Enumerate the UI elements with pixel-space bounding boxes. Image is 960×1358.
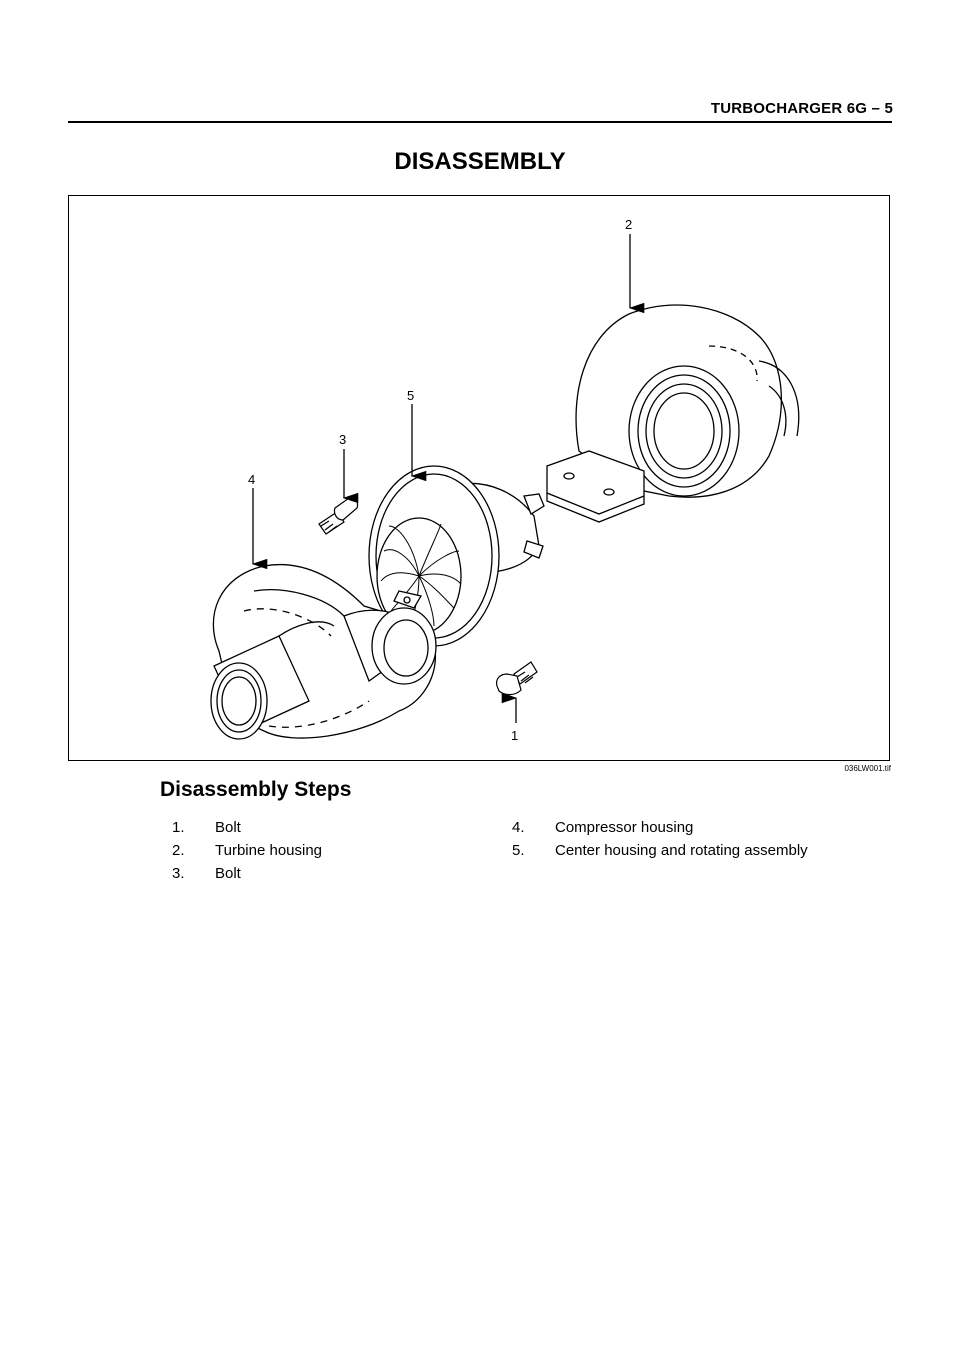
step-number: 3. (172, 865, 185, 882)
figure-caption: 036LW001.tif (844, 764, 891, 773)
callout-1: 1 (511, 728, 518, 743)
header-rule (68, 121, 892, 123)
step-number: 4. (512, 819, 525, 836)
step-label: Turbine housing (215, 842, 323, 859)
step-number: 1. (172, 819, 185, 836)
step-label: Bolt (215, 819, 241, 836)
step-number: 5. (512, 842, 525, 859)
bolt-1-drawing (496, 661, 538, 696)
center-housing-drawing (368, 465, 545, 647)
step-label: Center housing and rotating assembly (555, 842, 808, 859)
callout-2: 2 (625, 217, 632, 232)
turbine-housing-drawing (546, 304, 800, 523)
bolt-3-drawing (318, 497, 359, 535)
step-label: Bolt (215, 865, 241, 882)
leader-lines (251, 234, 645, 723)
page-title: DISASSEMBLY (394, 148, 566, 175)
exploded-diagram: 2 5 3 4 1 (68, 195, 890, 761)
steps-heading: Disassembly Steps (160, 778, 352, 801)
callout-3: 3 (339, 432, 346, 447)
step-number: 2. (172, 842, 185, 859)
step-item-5: 5. Center housing and rotating assembly (512, 842, 808, 859)
callout-5: 5 (407, 388, 414, 403)
step-item-1: 1. Bolt (172, 819, 241, 836)
header-title: TURBOCHARGER 6G – 5 (710, 100, 893, 117)
turbocharger-illustration: 2 5 3 4 1 (210, 217, 800, 743)
step-item-2: 2. Turbine housing (172, 842, 322, 859)
compressor-housing-drawing (210, 564, 437, 740)
step-label: Compressor housing (555, 819, 694, 836)
step-item-4: 4. Compressor housing (512, 819, 693, 836)
callout-4: 4 (248, 472, 255, 487)
step-item-3: 3. Bolt (172, 865, 241, 882)
